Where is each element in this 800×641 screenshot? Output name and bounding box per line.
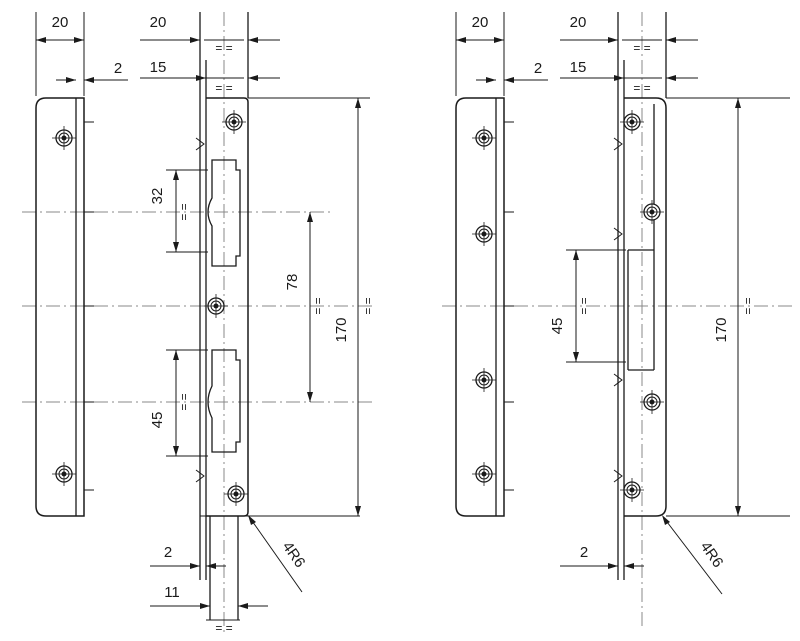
dim-right-strike-offset: 15 <box>570 59 587 76</box>
dim-left-strike-offset: 15 <box>150 59 167 76</box>
screw-icon <box>639 389 665 415</box>
equal-mark: = = <box>311 297 325 314</box>
dim-right-overall-length: 170 <box>713 317 730 342</box>
dim-overall-length: 170 <box>333 317 350 342</box>
dim-left-plate-width: 20 <box>52 14 69 31</box>
screw-icon <box>221 109 247 135</box>
dim-right-strike-width: 20 <box>570 14 587 31</box>
equal-mark: = = <box>577 297 591 314</box>
right-assembly: 20 2 20 = = 15 = = <box>455 12 790 595</box>
screw-icon <box>51 125 77 151</box>
centerlines <box>22 12 792 635</box>
screw-icon <box>471 367 497 393</box>
screw-icon <box>471 461 497 487</box>
left-side-plate <box>35 97 95 517</box>
equal-mark: = = <box>741 297 755 314</box>
equal-mark: = = <box>215 41 232 55</box>
dim-left-plate-thickness: 2 <box>114 60 122 77</box>
screw-icon <box>471 221 497 247</box>
dim-lower-opening: 45 <box>149 412 166 429</box>
right-side-plate <box>455 97 515 517</box>
left-assembly: 20 2 20 = = 15 = = <box>35 12 375 635</box>
equal-mark: = = <box>177 393 191 410</box>
right-dimensions: 20 2 20 = = 15 = = <box>455 12 755 595</box>
screw-icon <box>51 461 77 487</box>
screw-icon <box>223 481 249 507</box>
dim-upper-opening: 32 <box>149 188 166 205</box>
equal-mark: = = <box>215 81 232 95</box>
equal-mark: = = <box>361 297 375 314</box>
equal-mark: = = <box>633 41 650 55</box>
equal-mark: = = <box>633 81 650 95</box>
equal-mark: = = <box>215 621 232 635</box>
dim-bottom-width: 11 <box>164 584 180 601</box>
dim-right-plate-thickness: 2 <box>534 60 542 77</box>
left-dimensions: 20 2 20 = = 15 = = <box>35 12 375 635</box>
dim-right-bottom-thickness: 2 <box>580 544 588 561</box>
equal-mark: = = <box>177 203 191 220</box>
dim-right-plate-width: 20 <box>472 14 489 31</box>
screw-icon <box>203 293 229 319</box>
left-strike-plate <box>195 12 370 621</box>
screw-icon <box>639 199 665 225</box>
dim-right-opening: 45 <box>549 318 566 335</box>
dim-hole-spacing: 78 <box>284 274 301 291</box>
right-strike-plate <box>613 12 790 580</box>
screw-icon <box>471 125 497 151</box>
dim-bottom-thickness: 2 <box>164 544 172 561</box>
dim-left-strike-width: 20 <box>150 14 167 31</box>
